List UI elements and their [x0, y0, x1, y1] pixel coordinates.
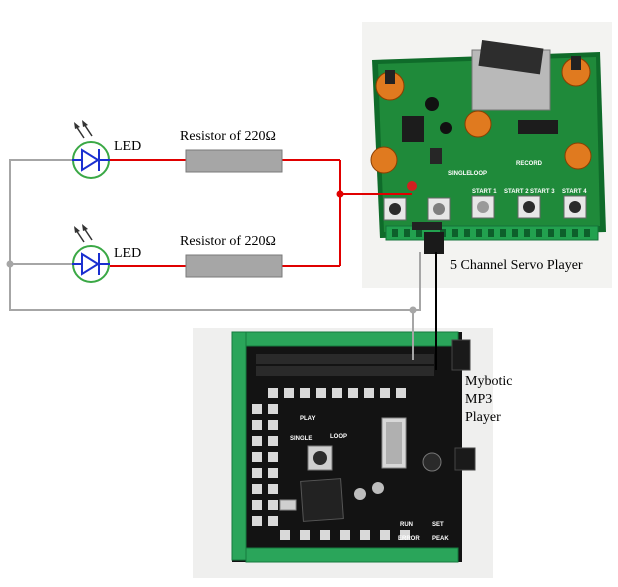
potentiometer-icon	[464, 110, 492, 138]
mp3-silkscreen-peak: PEAK	[432, 536, 449, 542]
resistor-bottom-icon	[185, 254, 283, 278]
potentiometer-icon	[370, 146, 398, 174]
mp3-silkscreen-loop: LOOP	[330, 434, 347, 440]
led-top-icon	[72, 120, 110, 179]
push-button-icon	[383, 197, 407, 221]
gray-wire-junction-dots	[6, 260, 417, 314]
mp3-player-label-line3: Player	[465, 410, 501, 425]
potentiometer-icon	[375, 70, 405, 101]
mp3-silkscreen-error: ERROR	[398, 536, 420, 542]
resistor-top-label: Resistor of 220Ω	[180, 129, 276, 144]
silkscreen-loop: LOOP	[470, 171, 487, 177]
mp3-silkscreen-single: SINGLE	[290, 436, 312, 442]
silkscreen-single: SINGLE	[448, 171, 470, 177]
mp3-player-label-line2: MP3	[465, 392, 493, 407]
resistor-bottom-label: Resistor of 220Ω	[180, 234, 276, 249]
led-bottom-icon	[72, 224, 110, 283]
mp3-player-label-line1: Mybotic	[465, 374, 513, 389]
servo-player-label: 5 Channel Servo Player	[450, 258, 583, 273]
push-button-icon	[471, 195, 495, 219]
led-top-label: LED	[114, 139, 142, 154]
silkscreen-start-3: START 3	[530, 189, 555, 195]
silkscreen-start-2: START 2	[504, 189, 529, 195]
silkscreen-start-4: START 4	[562, 189, 587, 195]
red-wire-junction-dot	[336, 190, 344, 198]
mp3-player-photo: PLAY SINGLE LOOP RUN SET ERROR PEAK	[193, 328, 493, 578]
silkscreen-start-1: START 1	[472, 189, 497, 195]
mp3-silkscreen-run: RUN	[400, 522, 413, 528]
push-button-icon	[563, 195, 587, 219]
mp3-silkscreen-play: PLAY	[300, 416, 315, 422]
led-bottom-label: LED	[114, 246, 142, 261]
potentiometer-icon	[564, 142, 592, 170]
mp3-silkscreen-set: SET	[432, 522, 444, 528]
servo-player-photo: START 1 START 2 START 3 START 4 SINGLE L…	[362, 22, 612, 288]
resistor-top-icon	[185, 149, 283, 173]
push-button-icon	[517, 195, 541, 219]
push-button-icon	[427, 197, 451, 221]
silkscreen-record: RECORD	[516, 161, 543, 167]
potentiometer-icon	[561, 56, 591, 87]
